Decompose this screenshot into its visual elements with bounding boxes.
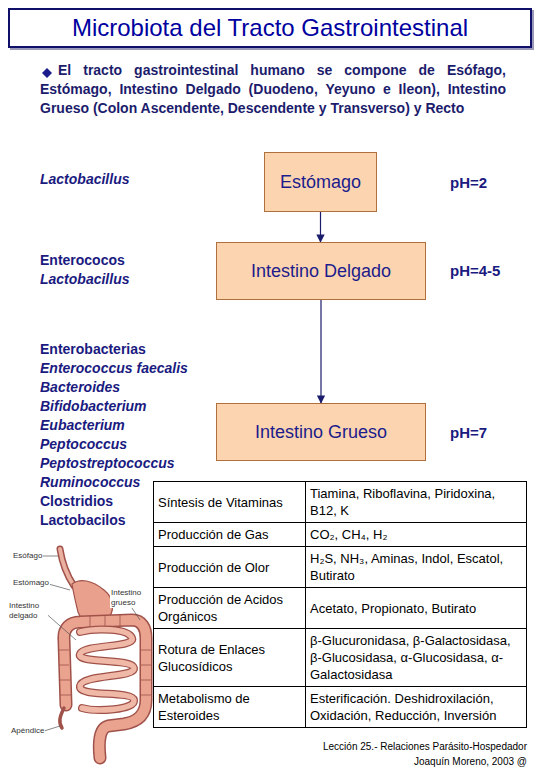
bacteria-name: Peptostreptococcus [40, 454, 175, 472]
organ-name: Estómago [280, 172, 361, 193]
bacteria-name: Lactobacillus [40, 170, 129, 188]
footer-note: Joaquín Moreno, 2003 @ [414, 755, 527, 768]
bacteria-name: Lactobacilos [40, 511, 126, 529]
bacteria-name: Enterococos [40, 251, 125, 269]
table-row: Síntesis de VitaminasTiamina, Riboflavin… [154, 482, 527, 523]
bacteria-name: Peptococcus [40, 435, 127, 453]
leader-lines [42, 556, 140, 731]
part-label: Esófago [12, 551, 43, 561]
ph-value: pH=2 [450, 173, 487, 192]
bacteria-name: Eubacterium [40, 416, 125, 434]
function-table: Síntesis de VitaminasTiamina, Riboflavin… [153, 481, 527, 728]
flow-arrow [320, 212, 321, 242]
ph-value: pH=7 [450, 423, 487, 442]
table-row: Producción de OlorH₂S, NH₃, Aminas, Indo… [154, 547, 527, 588]
table-row: Rotura de Enlaces Glucosídicosβ-Glucuron… [154, 629, 527, 687]
organ-box: Estómago [264, 152, 377, 212]
bacteria-name: Clostridios [40, 492, 113, 510]
organ-name: Intestino Delgado [251, 261, 391, 282]
organ-name: Intestino Grueso [255, 422, 387, 443]
appendix [60, 708, 64, 728]
table-row: Producción de Acidos OrgánicosAcetato, P… [154, 588, 527, 629]
ph-value: pH=4-5 [450, 261, 500, 280]
table-cell: Esterificación. Deshidroxilación, Oxidac… [306, 687, 527, 728]
title-text: Microbiota del Tracto Gastrointestinal [72, 14, 468, 42]
table-cell: Rotura de Enlaces Glucosídicos [154, 629, 306, 687]
table-cell: Producción de Gas [154, 523, 306, 547]
bacteria-name: Ruminococcus [40, 473, 140, 491]
flow-arrow [320, 300, 321, 403]
table-cell: Metabolismo de Esteroides [154, 687, 306, 728]
table-cell: Producción de Acidos Orgánicos [154, 588, 306, 629]
table-row: Metabolismo de EsteroidesEsterificación.… [154, 687, 527, 728]
bacteria-name: Enterobacterias [40, 340, 146, 358]
intro-text: El tracto gastrointestinal humano se com… [40, 61, 506, 118]
table-cell: Producción de Olor [154, 547, 306, 588]
bacteria-name: Bifidobacterium [40, 397, 147, 415]
bullet-diamond [42, 68, 52, 78]
table-row: Producción de GasCO₂, CH₄, H₂ [154, 523, 527, 547]
part-label: Apéndice [10, 726, 45, 736]
part-label: Intestino delgado [8, 601, 48, 621]
esophagus [60, 549, 74, 586]
title-box: Microbiota del Tracto Gastrointestinal [8, 8, 532, 48]
organ-box: Intestino Delgado [216, 242, 426, 300]
bacteria-name: Bacteroides [40, 378, 120, 396]
table-cell: CO₂, CH₄, H₂ [306, 523, 527, 547]
bacteria-name: Enterococcus faecalis [40, 359, 188, 377]
organ-box: Intestino Grueso [216, 403, 426, 461]
table-cell: Acetato, Propionato, Butirato [306, 588, 527, 629]
table-cell: Tiamina, Riboflavina, Piridoxina, B12, K [306, 482, 527, 523]
large-intestine [64, 620, 146, 758]
table-cell: H₂S, NH₃, Aminas, Indol, Escatol, Butira… [306, 547, 527, 588]
footer-note: Lección 25.- Relaciones Parásito-Hospeda… [323, 740, 527, 753]
small-intestine [80, 630, 134, 710]
part-label: Estómago [12, 578, 50, 588]
table-cell: β-Glucuronidasa, β-Galactosidasa, β-Gluc… [306, 629, 527, 687]
part-label: Intestino grueso [110, 588, 152, 608]
table-cell: Síntesis de Vitaminas [154, 482, 306, 523]
bacteria-name: Lactobacillus [40, 270, 129, 288]
